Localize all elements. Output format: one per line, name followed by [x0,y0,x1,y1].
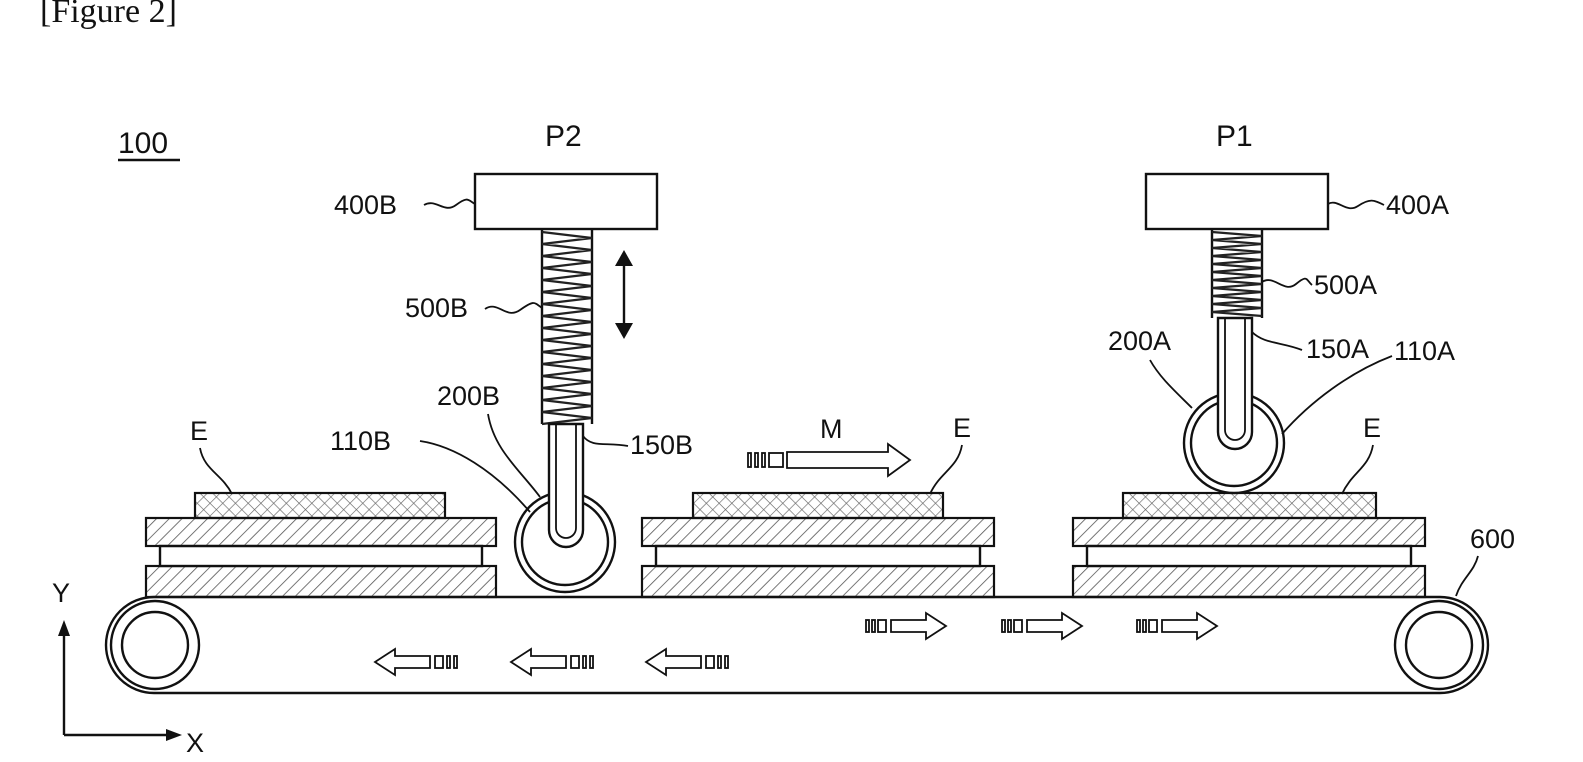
stack-middle [642,493,994,597]
electrode-label-right: E [1363,413,1381,443]
ref-main-label: 100 [118,127,168,160]
arm-150b [549,424,583,547]
arm-label-150a: 150A [1306,334,1369,364]
head-leader-400a [1328,201,1384,209]
roller-rim-leader-200a [1150,360,1192,408]
conveyor-belt [106,597,1488,693]
motion-label: M [820,414,843,444]
electrode-leader-middle [930,445,962,494]
axis-label-x: X [186,728,204,758]
electrode-label-left: E [190,416,208,446]
vertical-movement-arrow [615,250,633,339]
conveyor-label: 600 [1470,524,1515,554]
roller-rim-label-200a: 200A [1108,326,1171,356]
roller-label-110b: 110B [330,426,391,456]
electrode-label-middle: E [953,413,971,443]
conveyor-leader [1456,556,1478,596]
spring-label-500a: 500A [1314,270,1377,300]
roller-rim-label-200b: 200B [437,381,500,411]
roller-label-110a: 110A [1394,336,1455,366]
motion-arrow [748,444,910,476]
arm-150a [1218,318,1252,449]
head-label-400b: 400B [334,190,397,220]
spring-500a [1212,229,1262,318]
spring-label-500b: 500B [405,293,468,323]
spring-leader-500a [1262,279,1312,287]
head-400a [1146,174,1328,229]
arm-leader-150a [1252,332,1302,350]
head-label-400a: 400A [1386,190,1449,220]
stack-left [146,493,496,597]
position-label-p2: P2 [545,120,582,153]
electrode-leader-left [200,448,232,494]
arm-leader-150b [583,436,628,446]
roller-rim-leader-200b [488,414,540,497]
head-leader-400b [424,200,475,208]
head-400b [475,174,657,229]
figure-caption: [Figure 2] [40,0,177,30]
spring-500b [542,229,592,424]
stack-right [1073,493,1425,597]
spring-leader-500b [485,303,542,313]
arm-label-150b: 150B [630,430,693,460]
position-label-p1: P1 [1216,120,1253,153]
axis-label-y: Y [52,578,70,608]
electrode-leader-right [1342,445,1373,494]
